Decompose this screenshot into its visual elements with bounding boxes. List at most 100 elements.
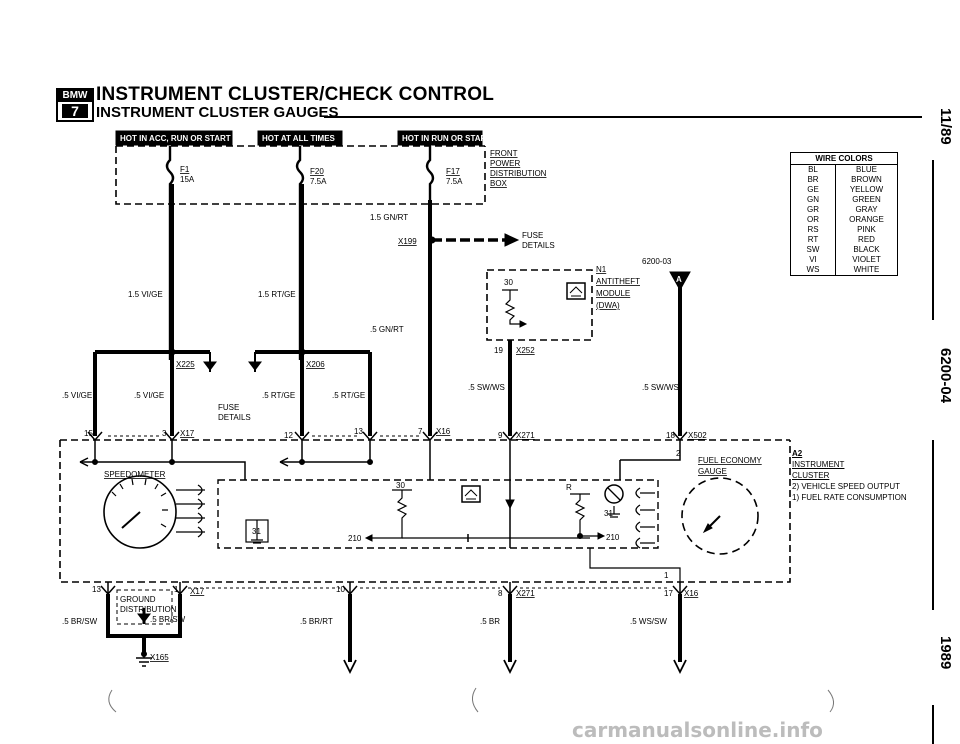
- label-gauge: GAUGE: [698, 467, 727, 476]
- connector-x252: X252: [516, 346, 535, 355]
- pin-31-b: 31: [604, 509, 613, 518]
- pin-31-a: 31: [252, 527, 261, 536]
- wire-color-row: GR GRAY: [791, 205, 897, 215]
- bmw-logo: BMW 7: [56, 88, 94, 122]
- wire-5-vige-a: .5 VI/GE: [62, 391, 92, 400]
- wire-5-brsw-a: .5 BR/SW: [62, 617, 98, 626]
- pin-15: 15: [84, 429, 93, 438]
- pin-13-bottom: 13: [92, 585, 101, 594]
- wire-15-rtge: 1.5 RT/GE: [258, 290, 296, 299]
- ground-dist-label: GROUND: [120, 595, 156, 604]
- title-rule: [324, 116, 922, 118]
- header: BMW 7 INSTRUMENT CLUSTER/CHECK CONTROL I…: [0, 0, 960, 122]
- wire-color-name: RED: [858, 235, 875, 244]
- connector-x206: X206: [306, 360, 325, 369]
- ground-dist-label-2: DISTRIBUTION: [120, 605, 177, 614]
- power-tag-always: HOT AT ALL TIMES: [262, 134, 336, 143]
- wire-5-brrt: .5 BR/RT: [300, 617, 333, 626]
- wire-color-code: OR: [791, 215, 836, 225]
- side-rule-top: [932, 160, 934, 320]
- wire-color-row: GE YELLOW: [791, 185, 897, 195]
- logo-series: 7: [62, 104, 88, 118]
- wire-5-swws-a: .5 SW/WS: [468, 383, 505, 392]
- connector-x16-top: X16: [436, 427, 451, 436]
- fuse-f20-rating: 7.5A: [310, 177, 327, 186]
- wire-color-name: BROWN: [851, 175, 882, 184]
- pin-7: 7: [418, 427, 423, 436]
- page-title: INSTRUMENT CLUSTER/CHECK CONTROL: [96, 84, 494, 105]
- fuse-f1-name: F1: [180, 165, 190, 174]
- wire-color-code: VI: [791, 255, 836, 265]
- pin-1-bottom: 1: [174, 585, 179, 594]
- wire-5-vige-b: .5 VI/GE: [134, 391, 164, 400]
- fuse-details-right: FUSE: [522, 231, 543, 240]
- pin-210-b: 210: [606, 533, 620, 542]
- module-dwa: (DWA): [596, 301, 620, 310]
- dist-box-line2: POWER: [490, 159, 520, 168]
- side-rule-mid: [932, 440, 934, 610]
- fuse-f17-rating: 7.5A: [446, 177, 463, 186]
- connector-x271-top: X271: [516, 431, 535, 440]
- pin-30-internal: 30: [396, 481, 405, 490]
- wire-color-code: RT: [791, 235, 836, 245]
- ref-6200-03: 6200-03: [642, 257, 672, 266]
- logo-brand: BMW: [58, 90, 92, 102]
- wire-color-name: WHITE: [853, 265, 880, 274]
- wire-5-swws-b: .5 SW/WS: [642, 383, 679, 392]
- fuse-details-mid: FUSE: [218, 403, 239, 412]
- pin-2: 2: [676, 449, 681, 458]
- fuse-f17-name: F17: [446, 167, 460, 176]
- wire-5-rtge-a: .5 RT/GE: [262, 391, 295, 400]
- pin-1-right: 1: [664, 571, 669, 580]
- connector-x502: X502: [688, 431, 707, 440]
- label-speedometer: SPEEDOMETER: [104, 470, 166, 479]
- pin-17: 17: [664, 589, 673, 598]
- wire-5-wssw: .5 WS/SW: [630, 617, 667, 626]
- component-legend: A2 INSTRUMENT CLUSTER 2) VEHICLE SPEED O…: [792, 448, 907, 503]
- wire-color-code: GR: [791, 205, 836, 215]
- wire-color-name: BLACK: [853, 245, 880, 254]
- wire-5-br: .5 BR: [480, 617, 500, 626]
- wire-color-name: GRAY: [855, 205, 878, 214]
- connector-x225: X225: [176, 360, 195, 369]
- connector-x165: X165: [150, 653, 169, 662]
- module-n1: N1: [596, 265, 607, 274]
- pin-19: 19: [494, 346, 503, 355]
- side-rule-bottom: [932, 705, 934, 744]
- pin-210-a: 210: [348, 534, 362, 543]
- power-tag-acc: HOT IN ACC, RUN OR START: [120, 134, 231, 143]
- pin-r: R: [566, 483, 572, 492]
- dist-box-line1: FRONT: [490, 149, 518, 158]
- connector-x16-bottom: X16: [684, 589, 699, 598]
- fuse-details-right-2: DETAILS: [522, 241, 555, 250]
- wire-color-code: SW: [791, 245, 836, 255]
- fuse-details-mid-2: DETAILS: [218, 413, 251, 422]
- dist-box-line3: DISTRIBUTION: [490, 169, 547, 178]
- wire-color-row: WS WHITE: [791, 265, 897, 275]
- legend-instrument: INSTRUMENT: [792, 460, 845, 469]
- pin-9: 9: [498, 431, 503, 440]
- wire-color-name: GREEN: [852, 195, 881, 204]
- wire-color-code: WS: [791, 265, 836, 275]
- pin-3: 3: [162, 429, 167, 438]
- connector-x271-bottom: X271: [516, 589, 535, 598]
- wire-color-name: YELLOW: [849, 185, 884, 194]
- wire-5-brsw-b: .5 BR/SW: [150, 615, 186, 624]
- page-subtitle: INSTRUMENT CLUSTER GAUGES: [96, 104, 339, 121]
- wire-5-rtge-b: .5 RT/GE: [332, 391, 365, 400]
- wire-color-code: BL: [791, 165, 836, 175]
- fuse-f1-rating: 15A: [180, 175, 195, 184]
- wire-15-gnrt: 1.5 GN/RT: [370, 213, 408, 222]
- wire-15-vige: 1.5 VI/GE: [128, 290, 163, 299]
- pin-30-module: 30: [504, 278, 513, 287]
- wire-color-row: RT RED: [791, 235, 897, 245]
- module-antitheft: ANTITHEFT: [596, 277, 640, 286]
- pin-13-top: 13: [354, 427, 363, 436]
- wire-color-code: GE: [791, 185, 836, 195]
